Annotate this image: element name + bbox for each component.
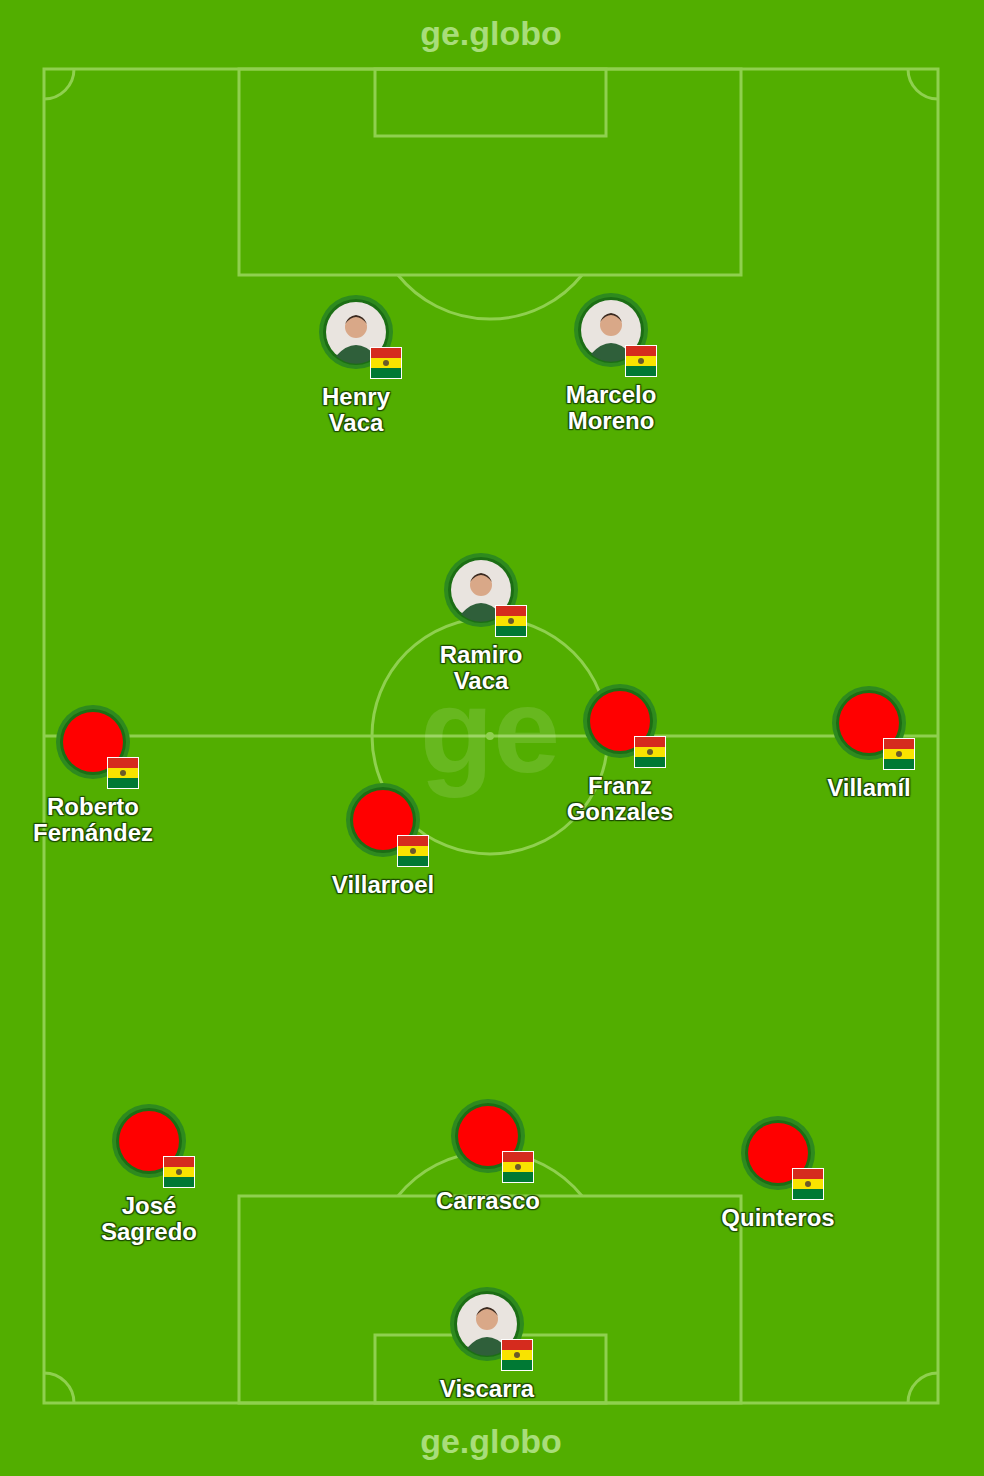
- country-flag: [495, 605, 527, 637]
- country-flag: [397, 835, 429, 867]
- player-name: Marcelo Moreno: [566, 382, 657, 434]
- player-avatar: [819, 685, 919, 775]
- player-avatar: [431, 552, 531, 642]
- player-marker: Viscarra: [437, 1286, 537, 1402]
- player-avatar: [438, 1098, 538, 1188]
- player-name: Villarroel: [332, 872, 434, 898]
- player-avatar: [333, 782, 433, 872]
- player-name: Quinteros: [721, 1205, 834, 1231]
- player-avatar: [306, 294, 406, 384]
- country-flag: [107, 757, 139, 789]
- player-marker: José Sagredo: [99, 1103, 199, 1245]
- player-marker: Henry Vaca: [306, 294, 406, 436]
- country-flag: [792, 1168, 824, 1200]
- country-flag: [370, 347, 402, 379]
- player-marker: Franz Gonzales: [567, 683, 674, 825]
- player-name: Henry Vaca: [322, 384, 390, 436]
- brand-logo: ge.globo: [420, 1422, 562, 1461]
- player-marker: Marcelo Moreno: [561, 292, 661, 434]
- country-flag: [501, 1339, 533, 1371]
- player-name: Carrasco: [436, 1188, 540, 1214]
- brand-logo: ge.globo: [420, 14, 562, 53]
- player-marker: Carrasco: [436, 1098, 540, 1214]
- player-marker: Villamíl: [819, 685, 919, 801]
- player-name: Viscarra: [440, 1376, 534, 1402]
- player-marker: Roberto Fernández: [33, 704, 153, 846]
- country-flag: [163, 1156, 195, 1188]
- player-avatar: [437, 1286, 537, 1376]
- country-flag: [883, 738, 915, 770]
- player-avatar: [99, 1103, 199, 1193]
- player-marker: Ramiro Vaca: [431, 552, 531, 694]
- country-flag: [634, 736, 666, 768]
- country-flag: [502, 1151, 534, 1183]
- player-name: José Sagredo: [101, 1193, 197, 1245]
- player-name: Villamíl: [827, 775, 911, 801]
- player-name: Roberto Fernández: [33, 794, 153, 846]
- player-marker: Villarroel: [332, 782, 434, 898]
- player-avatar: [561, 292, 661, 382]
- player-avatar: [570, 683, 670, 773]
- player-name: Ramiro Vaca: [440, 642, 523, 694]
- player-name: Franz Gonzales: [567, 773, 674, 825]
- player-avatar: [43, 704, 143, 794]
- player-avatar: [728, 1115, 828, 1205]
- country-flag: [625, 345, 657, 377]
- player-marker: Quinteros: [721, 1115, 834, 1231]
